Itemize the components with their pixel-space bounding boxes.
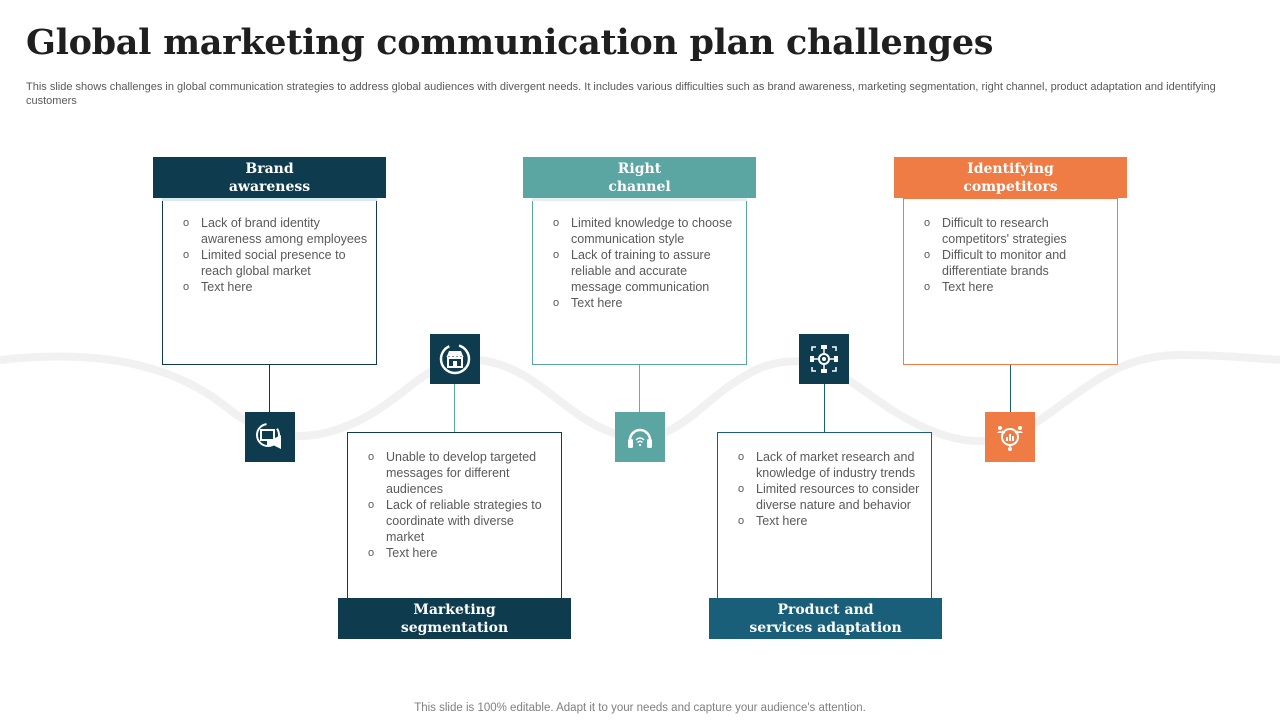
footer-note: This slide is 100% editable. Adapt it to… [414, 702, 866, 714]
header-line: Product and [777, 602, 874, 618]
product-adaptation-header: Product and services adaptation [709, 598, 942, 639]
connector-segmentation [454, 384, 455, 432]
list-item: Text here [183, 279, 368, 295]
product-adaptation-box: Lack of market research and knowledge of… [717, 432, 932, 600]
right-channel-header: Right channel [523, 157, 756, 198]
list-item: Lack of training to assure reliable and … [553, 247, 738, 295]
brand-awareness-box: Lack of brand identity awareness among e… [162, 198, 377, 365]
headset-icon [615, 412, 665, 462]
header-line: channel [608, 179, 671, 195]
list-item: Text here [924, 279, 1109, 295]
connector-product [824, 384, 825, 432]
list-item: Limited resources to consider diverse na… [738, 481, 923, 513]
page-title: Global marketing communication plan chal… [26, 22, 994, 63]
header-line: competitors [963, 179, 1058, 195]
list-item: Lack of reliable strategies to coordinat… [368, 497, 553, 545]
target-people-icon [985, 412, 1035, 462]
list-item: Text here [553, 295, 738, 311]
identifying-competitors-box: Difficult to research competitors' strat… [903, 198, 1118, 365]
list-item: Text here [368, 545, 553, 561]
right-channel-bullets: Limited knowledge to choose communicatio… [533, 199, 746, 311]
product-adaptation-bullets: Lack of market research and knowledge of… [718, 433, 931, 529]
header-line: segmentation [400, 620, 509, 636]
header-line: Marketing [413, 602, 496, 618]
header-line: Right [617, 161, 662, 177]
list-item: Difficult to research competitors' strat… [924, 215, 1109, 247]
brand-awareness-highlight [162, 196, 377, 201]
brand-awareness-bullets: Lack of brand identity awareness among e… [163, 199, 376, 295]
brand-awareness-header: Brand awareness [153, 157, 386, 198]
list-item: Lack of market research and knowledge of… [738, 449, 923, 481]
connector-brand [269, 364, 270, 412]
marketing-segmentation-bullets: Unable to develop targeted messages for … [348, 433, 561, 561]
list-item: Lack of brand identity awareness among e… [183, 215, 368, 247]
page-subtitle: This slide shows challenges in global co… [26, 81, 1216, 107]
list-item: Limited knowledge to choose communicatio… [553, 215, 738, 247]
connector-competitors [1010, 364, 1011, 412]
header-line: services adaptation [749, 620, 902, 636]
network-gear-icon [799, 334, 849, 384]
marketing-segmentation-box: Unable to develop targeted messages for … [347, 432, 562, 600]
list-item: Difficult to monitor and differentiate b… [924, 247, 1109, 279]
storefront-icon [430, 334, 480, 384]
identifying-competitors-bullets: Difficult to research competitors' strat… [904, 199, 1117, 295]
header-line: Identifying [967, 161, 1054, 177]
identifying-competitors-header: Identifying competitors [894, 157, 1127, 198]
marketing-segmentation-header: Marketing segmentation [338, 598, 571, 639]
list-item: Unable to develop targeted messages for … [368, 449, 553, 497]
list-item: Text here [738, 513, 923, 529]
header-line: awareness [228, 179, 311, 195]
megaphone-screen-icon [245, 412, 295, 462]
right-channel-box: Limited knowledge to choose communicatio… [532, 198, 747, 365]
header-line: Brand [245, 161, 294, 177]
right-channel-highlight [532, 196, 747, 201]
list-item: Limited social presence to reach global … [183, 247, 368, 279]
connector-channel [639, 364, 640, 412]
